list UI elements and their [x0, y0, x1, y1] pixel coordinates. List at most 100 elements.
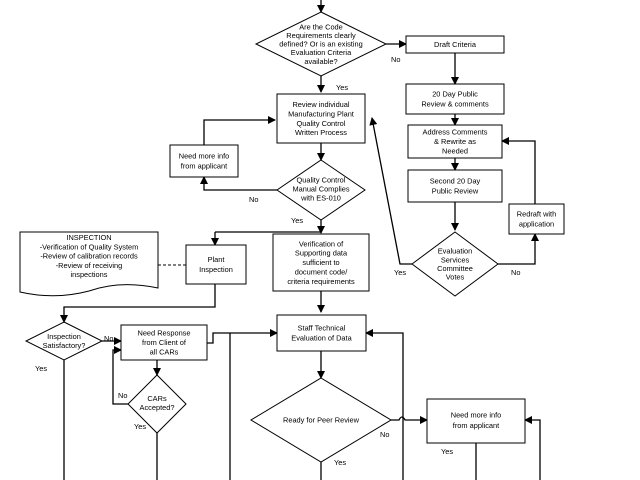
review-plant-line: Quality Control	[297, 119, 346, 128]
need-response-line: all CARs	[150, 348, 179, 357]
inspection-note-line: inspections	[71, 270, 108, 279]
votes-to-redraft-arrow	[498, 233, 539, 265]
peer-to-info-arrow	[391, 416, 428, 424]
address-comments-line: Needed	[442, 147, 468, 156]
need-response-line: Need Response	[137, 329, 190, 338]
committee-votes-line: Services	[441, 255, 470, 264]
inspection-satisfactory-line: Satisfactory?	[43, 341, 86, 350]
public-review-box	[405, 83, 505, 115]
need-more-info-2-line: from applicant	[453, 421, 499, 430]
plant-inspection-line: Plant	[208, 255, 225, 264]
committee-votes-decision	[411, 231, 499, 297]
review-plant-box	[276, 93, 366, 144]
code-req-line: defined? Or is an existing	[279, 40, 362, 49]
inspection-note-line: -Review of receiving	[56, 261, 123, 270]
verification-box	[272, 233, 370, 292]
code-req-line: Are the Code	[299, 22, 343, 31]
committee-votes-line: Committee	[437, 264, 473, 273]
need-more-info-1-line: Need more info	[179, 152, 230, 161]
verification-line: document code/	[295, 268, 349, 277]
code-req-line: available?	[304, 57, 337, 66]
votes-no-label: No	[511, 268, 520, 277]
inspection-to-satisfactory-arrow	[60, 284, 216, 323]
qc-to-info-arrow	[200, 176, 277, 191]
redraft-to-address-arrow	[501, 137, 536, 204]
address-comments-box	[407, 124, 503, 159]
public-review-line: 20 Day Public	[432, 90, 478, 99]
review-plant-line: Written Process	[295, 128, 347, 137]
qc-manual-line: Manual Complies	[292, 185, 349, 194]
code-requirements-decision	[254, 11, 388, 77]
response-to-staff-arrow	[207, 329, 278, 344]
redraft-line: application	[519, 220, 554, 229]
shapes	[19, 11, 565, 463]
inspection-note-line: INSPECTION	[66, 233, 111, 242]
inspection-no-label: No	[104, 334, 113, 343]
cars-no-label: No	[118, 391, 127, 400]
cars-accepted-line: CARs	[147, 394, 167, 403]
address-comments-line: Address Comments	[423, 128, 488, 137]
committee-votes-line: Evaluation	[438, 247, 473, 256]
votes-to-review-arrow	[369, 117, 412, 265]
need-more-info-1-line: from applicant	[181, 162, 227, 171]
peer-review-line: Ready for Peer Review	[283, 416, 360, 425]
peer-no-label: No	[380, 430, 389, 439]
right-return-arrow	[365, 329, 404, 480]
inspection-note-line: -Review of calibration records	[40, 252, 138, 261]
need-more-info-box	[169, 144, 239, 178]
inspection-note-document	[19, 231, 159, 297]
redraft-box	[508, 203, 565, 235]
staff-eval-line: Staff Technical	[298, 324, 346, 333]
qc-no-label: No	[249, 195, 258, 204]
inspection-yes-label: Yes	[35, 364, 47, 373]
verification-line: criteria requirements	[287, 277, 355, 286]
verification-line: Supporting data	[295, 249, 348, 258]
address-comments-line: & Rewrite as	[434, 137, 476, 146]
review-plant-line: Manufacturing Plant	[288, 109, 354, 118]
need-response-box	[120, 324, 208, 361]
inspection-note-line: -Verification of Quality System	[40, 242, 139, 251]
edge-labels: No Yes No Yes Yes No No Yes No Yes No Ye…	[35, 55, 520, 467]
cars-yes-label: Yes	[134, 422, 146, 431]
draft-criteria-line: Draft Criteria	[434, 40, 477, 49]
info2-return-arrow	[524, 416, 541, 480]
code-no-label: No	[391, 55, 400, 64]
cars-accepted-line: Accepted?	[140, 403, 175, 412]
qc-manual-line: with ES-010	[300, 194, 341, 203]
cars-no-arrow	[112, 346, 128, 405]
inspection-satisfactory-decision	[24, 321, 104, 361]
need-more-info-2-box	[426, 398, 526, 444]
draft-criteria-box	[405, 35, 505, 54]
qc-manual-line: Quality Control	[297, 176, 346, 185]
votes-yes-label: Yes	[394, 268, 406, 277]
plant-inspection-line: Inspection	[199, 265, 233, 274]
cars-accepted-decision	[127, 374, 187, 434]
committee-votes-line: Votes	[446, 273, 465, 282]
draft-criteria-text: Draft Criteria	[434, 40, 477, 49]
need-response-line: from Client of	[142, 338, 187, 347]
second-review-line: Public Review	[432, 187, 479, 196]
code-req-line: Requirements clearly	[286, 31, 356, 40]
plant-inspection-box	[185, 244, 247, 285]
redraft-line: Redraft with	[517, 210, 556, 219]
info-to-review-arrow	[203, 116, 276, 145]
inspection-note-text: INSPECTION-Verification of Quality Syste…	[40, 233, 139, 279]
peer-review-decision	[250, 377, 392, 463]
